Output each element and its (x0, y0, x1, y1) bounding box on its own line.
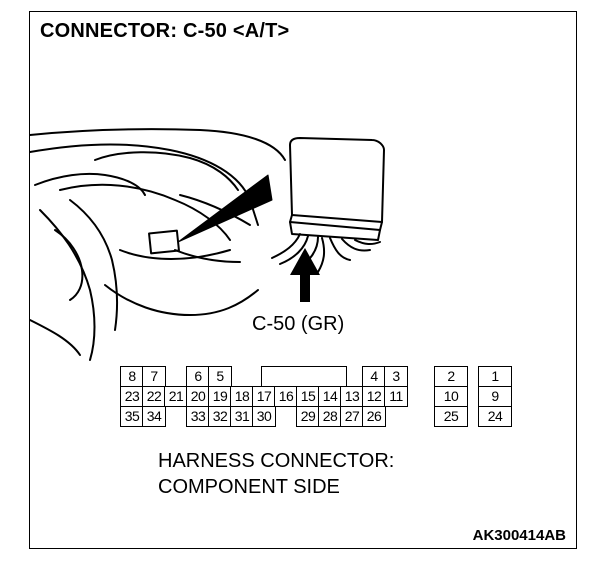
pin-30: 30 (252, 406, 276, 427)
control-unit-box (289, 137, 385, 223)
pin-11: 11 (384, 386, 408, 407)
pin-5: 5 (208, 366, 232, 387)
pin-28: 28 (318, 406, 342, 427)
pin-12: 12 (362, 386, 386, 407)
pin-8: 8 (120, 366, 144, 387)
pin-25: 25 (434, 406, 468, 427)
pin-17: 17 (252, 386, 276, 407)
pin-34: 34 (142, 406, 166, 427)
pin-9: 9 (478, 386, 512, 407)
pin-19: 19 (208, 386, 232, 407)
pin-14: 14 (318, 386, 342, 407)
pin-2: 2 (434, 366, 468, 387)
pin-32: 32 (208, 406, 232, 427)
figure-code: AK300414AB (472, 527, 566, 544)
pin-3: 3 (384, 366, 408, 387)
pin-27: 27 (340, 406, 364, 427)
pointer-wedge (177, 174, 273, 243)
pin-24: 24 (478, 406, 512, 427)
pin-10: 10 (434, 386, 468, 407)
steering-wheel-outline (39, 209, 96, 361)
dashboard-outline (29, 128, 286, 161)
pin-23: 23 (120, 386, 144, 407)
pin-6: 6 (186, 366, 210, 387)
pin-13: 13 (340, 386, 364, 407)
connector-location-marker (148, 229, 180, 255)
pin-18: 18 (230, 386, 254, 407)
connector-label: C-50 (GR) (252, 313, 345, 335)
pin-22: 22 (142, 386, 166, 407)
dashboard-panel (29, 143, 259, 226)
diagram-frame (29, 11, 577, 549)
blank-housing-slot (260, 366, 347, 387)
pin-21: 21 (164, 386, 188, 407)
diagram-title: CONNECTOR: C-50 <A/T> (40, 20, 290, 42)
harness-caption: HARNESS CONNECTOR: COMPONENT SIDE (158, 448, 394, 500)
wire-harness (271, 233, 301, 259)
pin-1: 1 (478, 366, 512, 387)
pin-7: 7 (142, 366, 166, 387)
pin-33: 33 (186, 406, 210, 427)
pin-16: 16 (274, 386, 298, 407)
pin-20: 20 (186, 386, 210, 407)
harness-caption-line1: HARNESS CONNECTOR: (158, 450, 395, 472)
harness-caption-line2: COMPONENT SIDE (158, 476, 340, 498)
pin-26: 26 (362, 406, 386, 427)
pin-35: 35 (120, 406, 144, 427)
pin-15: 15 (296, 386, 320, 407)
pin-4: 4 (362, 366, 386, 387)
pin-29: 29 (296, 406, 320, 427)
connector-arrow (290, 248, 320, 302)
pin-31: 31 (230, 406, 254, 427)
